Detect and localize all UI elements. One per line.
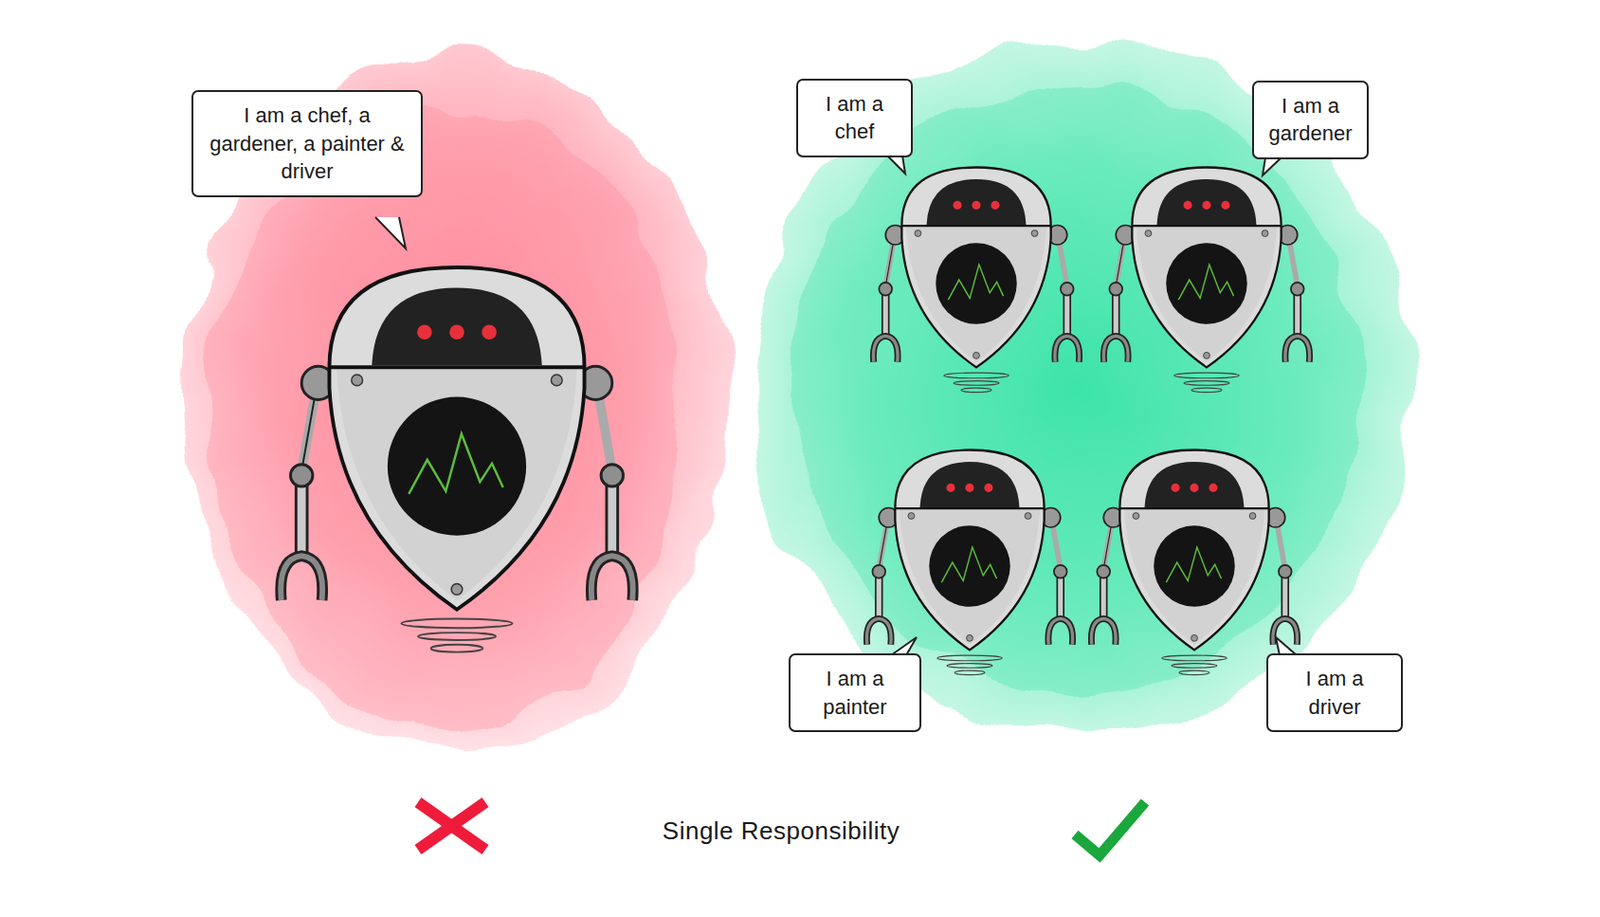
driver-robot: [1090, 450, 1297, 675]
gardener-robot: [1103, 167, 1310, 393]
gardener-bubble: I am a gardener: [1252, 80, 1369, 160]
cross-mark: [418, 801, 486, 850]
bubble-text: I am a painter: [801, 664, 909, 721]
green-blob: [748, 39, 1413, 738]
painter-bubble: I am a painter: [788, 653, 922, 732]
bubble-text: I am a driver: [1279, 664, 1390, 721]
bubble-text: I am a chef: [809, 90, 900, 146]
chef-robot: [872, 167, 1079, 393]
red-blob: [186, 54, 728, 752]
painter-robot: [866, 450, 1073, 675]
bubble-tails: [375, 155, 1297, 655]
chef-bubble: I am a chef: [796, 78, 913, 158]
multi-role-robot: [280, 267, 634, 653]
bubble-text: I am a gardener: [1265, 91, 1356, 148]
driver-bubble: I am a driver: [1266, 653, 1403, 732]
check-mark: [1074, 801, 1146, 855]
bubble-text: I am a chef, a gardener, a painter & dri…: [204, 101, 410, 186]
caption: Single Responsibility: [662, 816, 900, 846]
multi-role-bubble: I am a chef, a gardener, a painter & dri…: [191, 90, 423, 198]
